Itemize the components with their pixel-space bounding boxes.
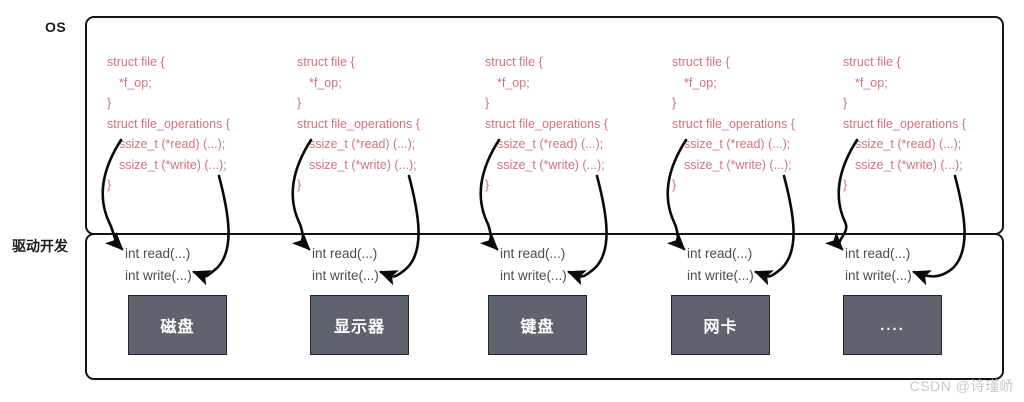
code-line-line6: ssize_t (*write) (...);: [497, 157, 605, 172]
code-line-line1: struct file {: [107, 55, 165, 69]
device-box-3[interactable]: 键盘: [488, 295, 587, 355]
driver-func-block-5: int read(...) int write(...): [845, 243, 912, 287]
code-line-line4: struct file_operations {: [297, 116, 420, 131]
code-line-line5: ssize_t (*read) (...);: [684, 137, 791, 151]
code-line-line1: struct file {: [843, 55, 901, 69]
code-line-line2: *f_op;: [309, 75, 342, 90]
driver-func-read: int read(...): [500, 246, 566, 261]
driver-func-read: int read(...): [312, 246, 378, 261]
code-line-line5: ssize_t (*read) (...);: [855, 137, 962, 151]
code-line-line3: }: [843, 96, 848, 110]
code-line-line2: *f_op;: [684, 75, 717, 90]
os-code-block-1: struct file { *f_op;} struct file_operatio…: [107, 52, 230, 196]
os-code-block-4: struct file { *f_op;} struct file_operatio…: [672, 52, 795, 196]
code-line-line2: *f_op;: [855, 75, 888, 90]
code-line-line7: }: [843, 178, 848, 192]
code-line-line7: }: [672, 178, 677, 192]
os-code-block-2: struct file { *f_op;} struct file_operatio…: [297, 52, 420, 196]
driver-func-write: int write(...): [687, 268, 754, 283]
driver-func-write: int write(...): [312, 268, 379, 283]
code-line-line1: struct file {: [485, 55, 543, 69]
driver-func-write: int write(...): [500, 268, 567, 283]
code-line-line4: struct file_operations {: [672, 116, 795, 131]
os-code-block-5: struct file { *f_op;} struct file_operatio…: [843, 52, 966, 196]
code-line-line5: ssize_t (*read) (...);: [309, 137, 416, 151]
code-line-line4: struct file_operations {: [485, 116, 608, 131]
os-layer-label: OS: [45, 19, 67, 35]
driver-func-block-4: int read(...) int write(...): [687, 243, 754, 287]
driver-func-block-3: int read(...) int write(...): [500, 243, 567, 287]
device-box-1[interactable]: 磁盘: [128, 295, 227, 355]
driver-func-write: int write(...): [125, 268, 192, 283]
driver-func-read: int read(...): [845, 246, 911, 261]
code-line-line6: ssize_t (*write) (...);: [855, 157, 963, 172]
code-line-line3: }: [297, 96, 302, 110]
code-line-line3: }: [672, 96, 677, 110]
device-box-2[interactable]: 显示器: [310, 295, 409, 355]
code-line-line5: ssize_t (*read) (...);: [497, 137, 604, 151]
code-line-line3: }: [485, 96, 490, 110]
code-line-line5: ssize_t (*read) (...);: [119, 137, 226, 151]
driver-func-read: int read(...): [125, 246, 191, 261]
code-line-line7: }: [485, 178, 490, 192]
code-line-line7: }: [297, 178, 302, 192]
code-line-line3: }: [107, 96, 112, 110]
code-line-line4: struct file_operations {: [843, 116, 966, 131]
device-box-4[interactable]: 网卡: [671, 295, 770, 355]
code-line-line1: struct file {: [297, 55, 355, 69]
driver-func-write: int write(...): [845, 268, 912, 283]
code-line-line4: struct file_operations {: [107, 116, 230, 131]
code-line-line7: }: [107, 178, 112, 192]
code-line-line6: ssize_t (*write) (...);: [309, 157, 417, 172]
csdn-watermark: CSDN @诗瑾峤: [909, 378, 1014, 394]
driver-layer-label: 驱动开发: [12, 238, 68, 254]
code-line-line6: ssize_t (*write) (...);: [119, 157, 227, 172]
driver-func-read: int read(...): [687, 246, 753, 261]
code-line-line1: struct file {: [672, 55, 730, 69]
driver-func-block-1: int read(...) int write(...): [125, 243, 192, 287]
code-line-line6: ssize_t (*write) (...);: [684, 157, 792, 172]
code-line-line2: *f_op;: [119, 75, 152, 90]
driver-func-block-2: int read(...) int write(...): [312, 243, 379, 287]
os-code-block-3: struct file { *f_op;} struct file_operatio…: [485, 52, 608, 196]
code-line-line2: *f_op;: [497, 75, 530, 90]
device-box-5[interactable]: ....: [843, 295, 942, 355]
